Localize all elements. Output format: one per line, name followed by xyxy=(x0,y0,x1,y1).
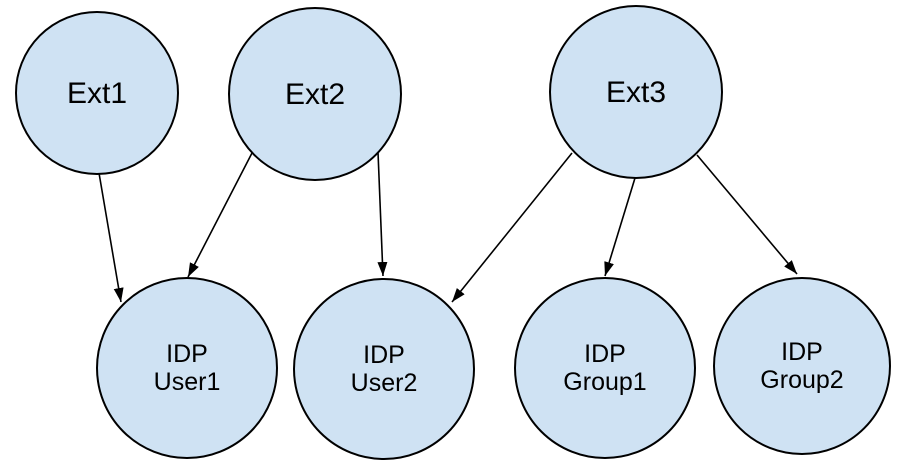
node-idp-group2-label-line2: Group2 xyxy=(760,366,843,394)
node-idp-user1-circle xyxy=(96,277,278,459)
node-idp-group1-label-line2: Group1 xyxy=(563,368,646,396)
node-idp-group2-label-line1: IDP xyxy=(781,338,823,366)
node-idp-group1-label-line1: IDP xyxy=(584,340,626,368)
node-ext2-label-line1: Ext2 xyxy=(285,78,345,111)
node-ext3-label: Ext3 xyxy=(606,76,666,109)
node-ext3-circle xyxy=(549,5,723,179)
node-idp-user2-label-line1: IDP xyxy=(363,341,405,369)
node-idp-user2-circle xyxy=(293,278,475,460)
edge-ext3-to-idp-group2 xyxy=(696,154,798,275)
node-ext1: Ext1 xyxy=(15,11,179,175)
edge-ext2-to-idp-user1 xyxy=(187,152,253,278)
node-ext1-label: Ext1 xyxy=(67,77,127,110)
node-ext1-label-line1: Ext1 xyxy=(67,77,127,110)
node-ext1-circle xyxy=(15,11,179,175)
edge-ext3-to-idp-user2 xyxy=(451,152,573,303)
edge-ext2-to-idp-user2 xyxy=(377,151,388,277)
node-idp-user2-label-line2: User2 xyxy=(351,369,418,397)
node-ext2: Ext2 xyxy=(228,7,402,181)
node-idp-group1-circle xyxy=(514,277,696,459)
node-idp-user1-label-line1: IDP xyxy=(166,340,208,368)
edge-ext3-to-idp-group1 xyxy=(604,177,636,277)
node-idp-user1-label-line2: User1 xyxy=(154,368,221,396)
node-ext3-label-line1: Ext3 xyxy=(606,76,666,109)
node-ext3: Ext3 xyxy=(549,5,723,179)
node-idp-group2-circle xyxy=(713,277,891,455)
edge-ext1-to-idp-user1 xyxy=(98,172,124,303)
node-ext2-label: Ext2 xyxy=(285,78,345,111)
node-ext2-circle xyxy=(228,7,402,181)
